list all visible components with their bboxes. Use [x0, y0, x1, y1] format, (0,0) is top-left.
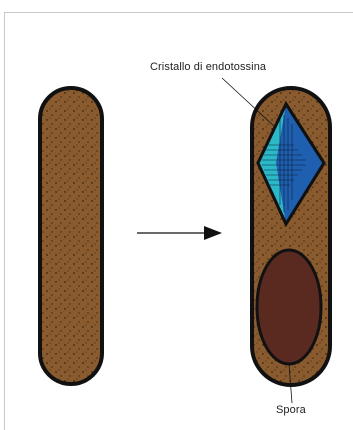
vegetative-cell — [40, 88, 102, 384]
transition-arrow — [137, 226, 222, 240]
spore-label: Spora — [276, 404, 306, 416]
crystal-label: Cristallo di endotossina — [150, 61, 266, 73]
spore — [257, 250, 321, 364]
